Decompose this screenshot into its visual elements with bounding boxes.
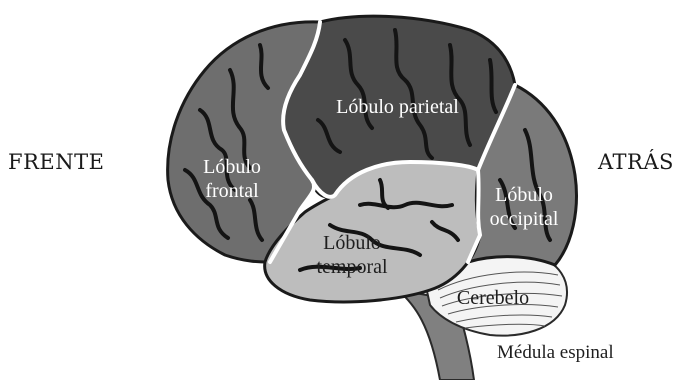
cerebellum-label: Cerebelo (448, 286, 538, 310)
frontal-label-line1: Lóbulo (192, 155, 272, 179)
front-direction-label: FRENTE (8, 150, 104, 174)
frontal-lobe-label: Lóbulo frontal (192, 155, 272, 203)
cerebellum-label-line1: Cerebelo (448, 286, 538, 310)
frontal-label-line2: frontal (192, 179, 272, 203)
parietal-lobe-label: Lóbulo parietal (320, 95, 475, 119)
occipital-label-line1: Lóbulo (478, 183, 570, 207)
occipital-lobe-label: Lóbulo occipital (478, 183, 570, 231)
spinal-cord-label: Médula espinal (497, 342, 614, 364)
temporal-label-line1: Lóbulo (306, 231, 398, 255)
temporal-lobe-label: Lóbulo temporal (306, 231, 398, 279)
back-direction-label: ATRÁS (598, 150, 674, 174)
temporal-label-line2: temporal (306, 255, 398, 279)
parietal-label-line1: Lóbulo parietal (320, 95, 475, 119)
occipital-label-line2: occipital (478, 207, 570, 231)
